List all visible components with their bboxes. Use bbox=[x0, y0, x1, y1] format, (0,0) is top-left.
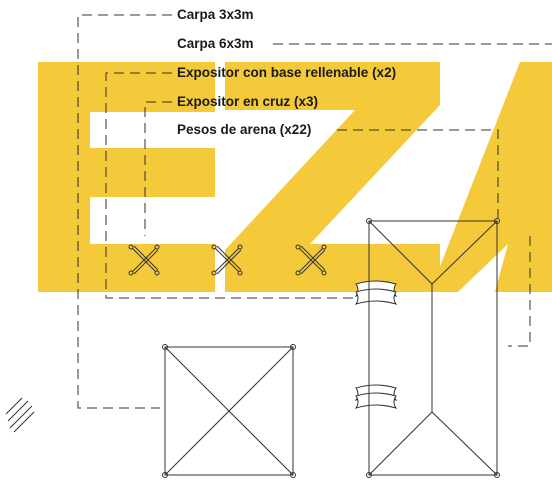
hatch-mark bbox=[5, 397, 35, 433]
cross-stand bbox=[128, 244, 160, 276]
leader-pesos-arena bbox=[337, 129, 499, 218]
leader-right-tail bbox=[508, 236, 531, 347]
letter-z bbox=[225, 62, 440, 292]
letter-e bbox=[38, 62, 215, 292]
cross-stand bbox=[211, 244, 243, 276]
label-carpa-6x3: Carpa 6x3m bbox=[177, 36, 254, 51]
leader-expositor-base bbox=[105, 72, 355, 299]
label-expositor-cruz: Expositor en cruz (x3) bbox=[177, 94, 319, 109]
base-stand bbox=[354, 280, 398, 305]
base-stand bbox=[354, 384, 398, 409]
leader-carpa-3x3 bbox=[77, 14, 172, 409]
base-stands bbox=[354, 280, 398, 409]
leader-expositor-cruz bbox=[144, 101, 172, 236]
tent-3x3 bbox=[162, 344, 296, 478]
cross-stands bbox=[128, 244, 327, 276]
letter-a bbox=[430, 62, 552, 292]
tent-6x3-outline bbox=[368, 220, 498, 476]
label-carpa-3x3: Carpa 3x3m bbox=[177, 7, 254, 22]
label-expositor-base: Expositor con base rellenable (x2) bbox=[177, 65, 397, 80]
label-pesos-arena: Pesos de arena (x22) bbox=[177, 122, 312, 137]
tent-6x3 bbox=[366, 218, 500, 478]
dashed-leaders bbox=[77, 14, 552, 409]
cross-stand bbox=[295, 244, 327, 276]
tent-3x3-outline bbox=[164, 346, 294, 476]
brand-lettering bbox=[38, 62, 552, 292]
